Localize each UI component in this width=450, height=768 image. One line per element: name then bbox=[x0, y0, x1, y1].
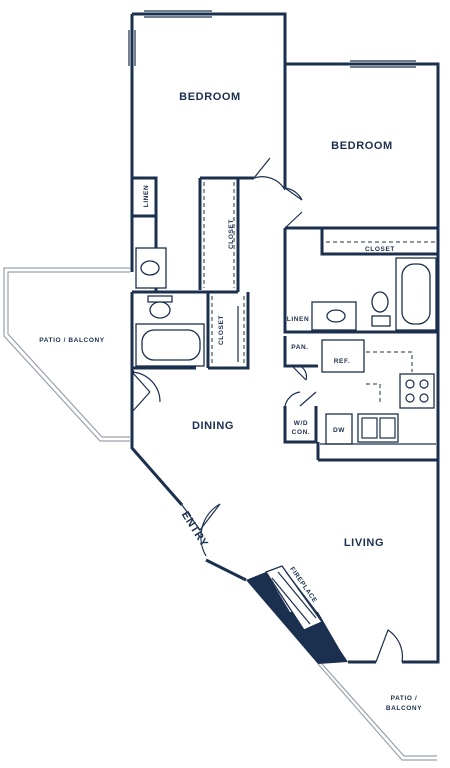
patio-left-label: PATIO / BALCONY bbox=[39, 337, 105, 344]
room-labels: BEDROOM BEDROOM LINEN CLOSET CLOSET CLOS… bbox=[39, 91, 422, 712]
pantry-label: PAN. bbox=[291, 344, 308, 351]
patio-balcony-right bbox=[317, 663, 437, 761]
entry-label: ENTRY bbox=[179, 509, 210, 549]
refrigerator-label: REF. bbox=[334, 358, 351, 365]
dishwasher-label: DW bbox=[333, 427, 345, 434]
fixtures bbox=[135, 182, 437, 445]
doors bbox=[131, 157, 404, 663]
washer-dryer-label-1: W/D bbox=[294, 420, 308, 427]
fireplace bbox=[246, 565, 348, 664]
patio-right-label-2: BALCONY bbox=[386, 705, 422, 712]
washer-dryer-label-2: CON. bbox=[292, 429, 311, 436]
patio-right-label-1: PATIO / bbox=[391, 695, 418, 702]
dining-label: DINING bbox=[192, 420, 234, 432]
bedroom-2-label: BEDROOM bbox=[331, 140, 393, 152]
living-label: LIVING bbox=[344, 537, 384, 549]
patio-balcony-left bbox=[3, 267, 130, 442]
bedroom-1-label: BEDROOM bbox=[179, 91, 241, 103]
closet-1-label: CLOSET bbox=[228, 219, 235, 249]
linen-2-label: LINEN bbox=[287, 316, 310, 323]
interior-walls bbox=[132, 64, 438, 462]
closet-3-label: CLOSET bbox=[365, 246, 395, 253]
closet-2-label: CLOSET bbox=[218, 315, 225, 345]
linen-1-label: LINEN bbox=[143, 185, 150, 208]
windows bbox=[128, 10, 416, 68]
